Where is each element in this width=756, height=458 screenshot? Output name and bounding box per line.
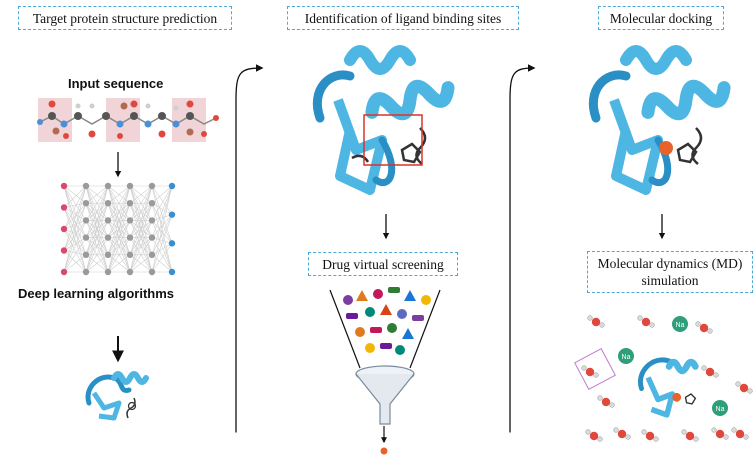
- screening-funnel-icon: [329, 287, 441, 455]
- predicted-protein-icon: [85, 371, 149, 421]
- deep-learning-label: Deep learning algorithms: [18, 286, 175, 301]
- title-molecular-docking: Molecular docking: [598, 6, 724, 30]
- binding-site-highlight: [363, 114, 423, 166]
- title-drug-virtual-screening: Drug virtual screening: [308, 252, 458, 276]
- sodium-ion-label: Na: [622, 354, 631, 361]
- sodium-ion-label: Na: [676, 322, 685, 329]
- amino-acid-sequence-icon: [37, 98, 219, 142]
- title-binding-sites: Identification of ligand binding sites: [287, 6, 519, 30]
- connector-arrow: [235, 64, 264, 433]
- title-structure-prediction: Target protein structure prediction: [18, 6, 232, 30]
- md-title-line2: simulation: [641, 273, 699, 288]
- title-md-simulation: Molecular dynamics (MD) simulation: [587, 251, 753, 293]
- input-sequence-label: Input sequence: [68, 76, 164, 91]
- md-title-line1: Molecular dynamics (MD): [597, 256, 743, 271]
- neural-network-icon: [60, 182, 176, 276]
- protein-structure-icon: [312, 45, 455, 195]
- connector-arrow: [509, 64, 536, 433]
- docked-protein-icon: [588, 45, 731, 195]
- sodium-ion-label: Na: [716, 406, 725, 413]
